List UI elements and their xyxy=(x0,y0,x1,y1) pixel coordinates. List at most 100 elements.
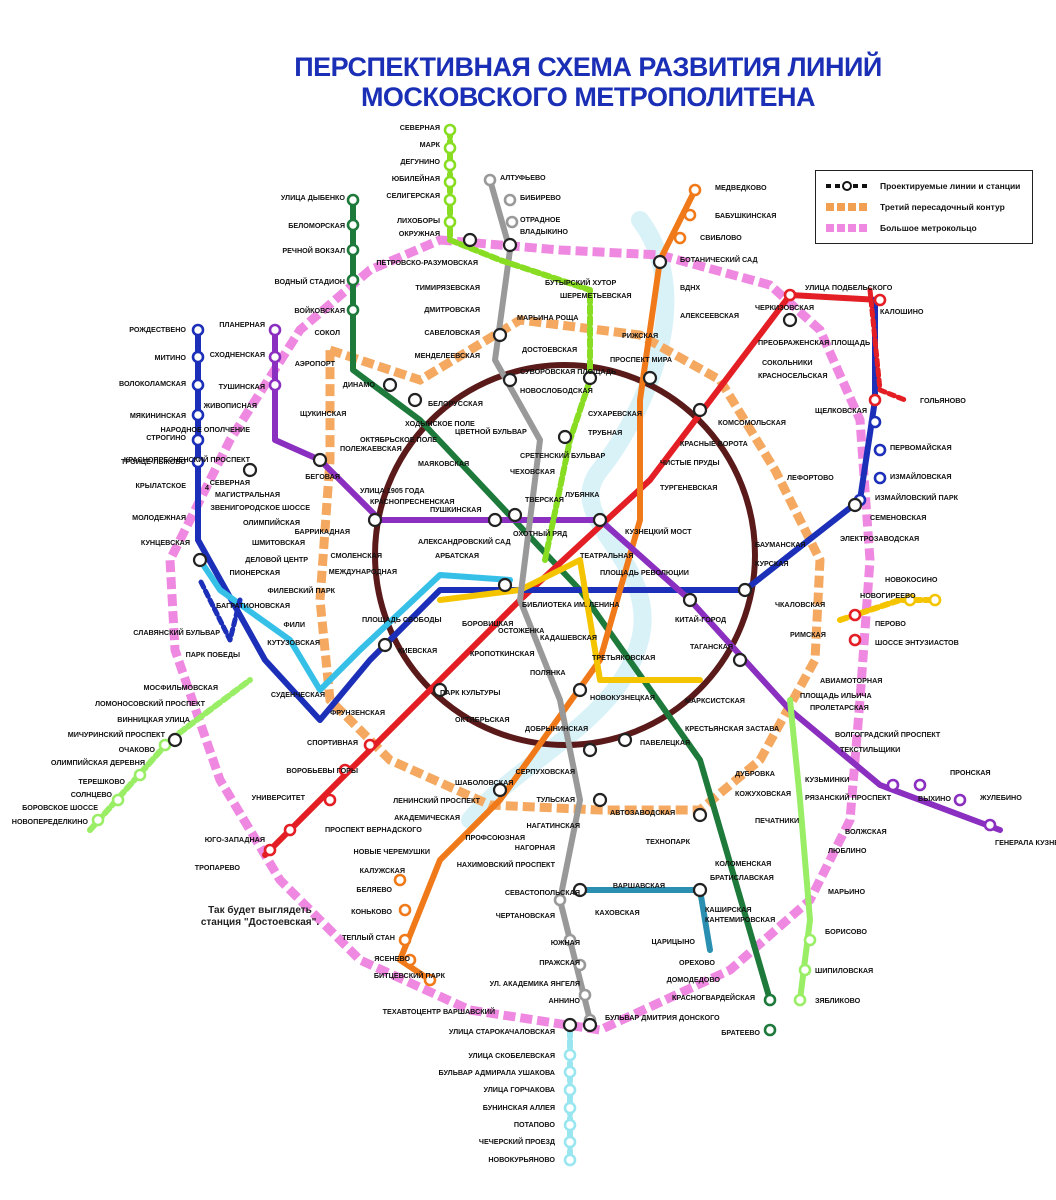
station-label: РИМСКАЯ xyxy=(790,630,826,639)
station-label: ЦАРИЦЫНО xyxy=(652,937,696,946)
station-label: ТЕАТРАЛЬНАЯ xyxy=(580,551,634,560)
station-label: ШЕРЕМЕТЬЕВСКАЯ xyxy=(560,291,632,300)
station-label: НАГОРНАЯ xyxy=(515,843,555,852)
station-marker xyxy=(563,1118,577,1132)
station-label: СВИБЛОВО xyxy=(700,233,742,242)
station-label: МОЛОДЕЖНАЯ xyxy=(132,513,186,522)
station-label: ПРЕОБРАЖЕНСКАЯ ПЛОЩАДЬ xyxy=(758,338,870,347)
station-label: РЕЧНОЙ ВОКЗАЛ xyxy=(282,246,345,255)
station-label: КОНЬКОВО xyxy=(351,907,392,916)
transfer-marker xyxy=(617,732,633,748)
station-label: ВИННИЦКАЯ УЛИЦА xyxy=(117,715,190,724)
station-marker xyxy=(688,183,702,197)
station-label: РОЖДЕСТВЕНО xyxy=(129,325,186,334)
station-marker xyxy=(443,193,457,207)
station-label: ПИОНЕРСКАЯ xyxy=(230,568,280,577)
legend-item-projected: Проектируемые линии и станции xyxy=(824,177,1020,195)
station-marker xyxy=(443,141,457,155)
station-label: ТВЕРСКАЯ xyxy=(525,495,564,504)
station-label: ЗЯБЛИКОВО xyxy=(815,996,861,1005)
transfer-marker xyxy=(642,370,658,386)
station-label: ДМИТРОВСКАЯ xyxy=(424,305,480,314)
map-title-line1: ПЕРСПЕКТИВНАЯ СХЕМА РАЗВИТИЯ ЛИНИЙ xyxy=(294,52,882,82)
station-label: САВЕЛОВСКАЯ xyxy=(424,328,480,337)
station-marker xyxy=(191,350,205,364)
station-label: МАЯКОВСКАЯ xyxy=(418,459,469,468)
station-marker xyxy=(848,608,862,622)
station-label: ВЛАДЫКИНО xyxy=(520,227,568,236)
transfer-marker xyxy=(367,512,383,528)
red-line xyxy=(262,292,883,858)
station-label: БУЛЬВАР АДМИРАЛА УШАКОВА xyxy=(439,1068,556,1077)
station-label: КОМСОМОЛЬСКАЯ xyxy=(718,418,786,427)
station-marker xyxy=(191,378,205,392)
station-marker xyxy=(913,778,927,792)
transfer-marker xyxy=(167,732,183,748)
station-label: ЧЕРКИЗОВСКАЯ xyxy=(755,303,814,312)
transfer-marker xyxy=(462,232,478,248)
station-label: ЧКАЛОВСКАЯ xyxy=(775,600,825,609)
station-label: БАУМАНСКАЯ xyxy=(755,540,806,549)
station-label: КРАСНОПРЕСНЕНСКИЙ ПРОСПЕКТ xyxy=(124,455,251,464)
yellow-line xyxy=(437,557,703,683)
station-label: ЗВЕНИГОРОДСКОЕ ШОССЕ xyxy=(210,503,310,512)
station-label: НОВОСЛОБОДСКАЯ xyxy=(520,386,593,395)
transfer-marker xyxy=(692,402,708,418)
station-label: СТРОГИНО xyxy=(146,433,186,442)
station-label: ЭЛЕКТРОЗАВОДСКАЯ xyxy=(840,534,919,543)
station-label: ПРОСПЕКТ МИРА xyxy=(610,355,672,364)
station-label: ПЕЧАТНИКИ xyxy=(755,816,799,825)
note-line1: Так будет выглядеть xyxy=(208,905,312,916)
station-label: МЯКИНИНСКАЯ xyxy=(130,411,186,420)
transfer-marker xyxy=(377,637,393,653)
station-label: БИТЦЕВСКИЙ ПАРК xyxy=(374,971,446,980)
station-label: КОЖУХОВСКАЯ xyxy=(735,789,791,798)
station-label: МАРЬИНА РОЩА xyxy=(517,313,579,322)
station-marker xyxy=(563,1048,577,1062)
station-label: АЛЕКСАНДРОВСКИЙ САД xyxy=(418,537,511,546)
transfer-marker xyxy=(572,882,588,898)
station-marker xyxy=(868,393,882,407)
station-label: ОЛИМПИЙСКАЯ xyxy=(243,518,300,527)
station-marker xyxy=(268,378,282,392)
station-label: УНИВЕРСИТЕТ xyxy=(252,793,306,802)
station-marker xyxy=(263,843,277,857)
station-marker xyxy=(953,793,967,807)
gray-line xyxy=(487,177,593,1023)
station-label: УЛИЦА СТАРОКАЧАЛОВСКАЯ xyxy=(449,1027,555,1036)
transfer-marker xyxy=(382,377,398,393)
transfer-marker xyxy=(592,792,608,808)
transfer-marker xyxy=(682,592,698,608)
station-label: БАГРАТИОНОВСКАЯ xyxy=(216,601,290,610)
station-label: ВАРШАВСКАЯ xyxy=(613,881,665,890)
station-label: КРАСНОПРЕСНЕНСКАЯ xyxy=(370,497,455,506)
station-label: ЛИХОБОРЫ xyxy=(397,216,440,225)
station-marker xyxy=(873,293,887,307)
station-label: НОВЫЕ ЧЕРЕМУШКИ xyxy=(354,847,430,856)
circle-line xyxy=(372,362,758,748)
station-label: ОХОТНЫЙ РЯД xyxy=(513,529,567,538)
station-label: БРАТИСЛАВСКАЯ xyxy=(710,873,774,882)
station-label: СЕЛИГЕРСКАЯ xyxy=(386,191,440,200)
station-marker xyxy=(763,993,777,1007)
station-marker xyxy=(563,1065,577,1079)
station-label: ТРЕТЬЯКОВСКАЯ xyxy=(592,653,655,662)
station-label: БИБИРЕВО xyxy=(520,193,561,202)
transfer-marker xyxy=(582,1017,598,1033)
station-label: УЛИЦА ДЫБЕНКО xyxy=(281,193,346,202)
station-label: БОРОВСКОЕ ШОССЕ xyxy=(22,803,98,812)
station-label: ЦВЕТНОЙ БУЛЬВАР xyxy=(455,427,527,436)
station-label: РЯЗАНСКИЙ ПРОСПЕКТ xyxy=(805,793,892,802)
station-label: КРАСНЫЕ ВОРОТА xyxy=(680,439,748,448)
station-label: ФИЛЕВСКИЙ ПАРК xyxy=(268,586,336,595)
station-label: БУЛЬВАР ДМИТРИЯ ДОНСКОГО xyxy=(605,1013,720,1022)
station-label: КРЕСТЬЯНСКАЯ ЗАСТАВА xyxy=(685,724,779,733)
station-label: КАНТЕМИРОВСКАЯ xyxy=(705,915,775,924)
station-label: ВЫХИНО xyxy=(918,794,951,803)
transfer-marker xyxy=(502,372,518,388)
station-label: КУЗНЕЦКИЙ МОСТ xyxy=(625,527,692,536)
station-label: УЛИЦА СКОБЕЛЕВСКАЯ xyxy=(468,1051,555,1060)
station-marker xyxy=(763,1023,777,1037)
station-label: КАХОВСКАЯ xyxy=(595,908,640,917)
station-label: БОТАНИЧЕСКИЙ САД xyxy=(680,255,758,264)
